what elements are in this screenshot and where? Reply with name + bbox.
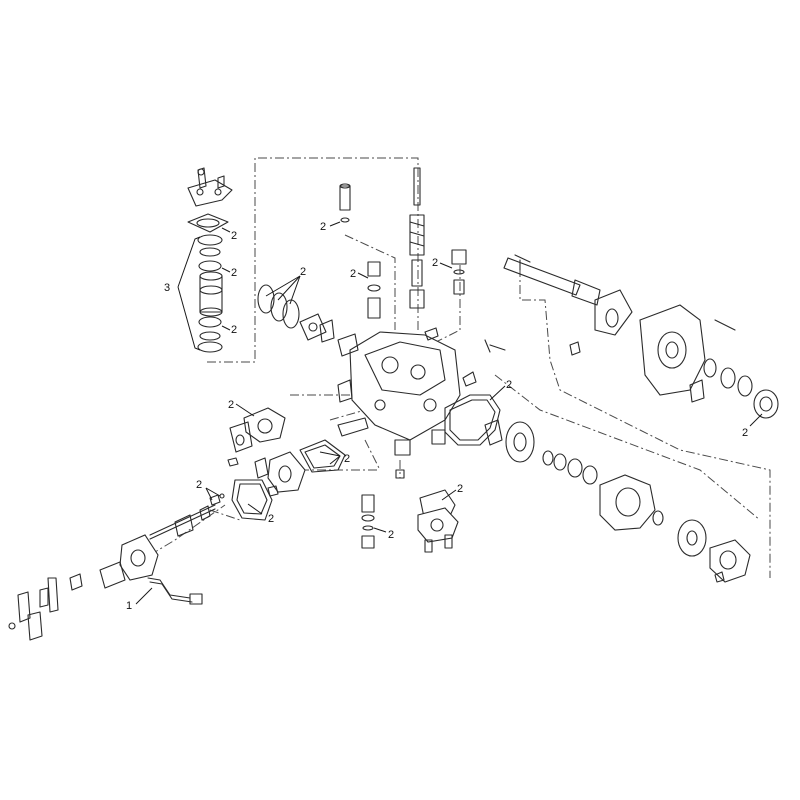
callout-leaders [135, 221, 763, 605]
lower-left-linkage [8, 493, 225, 641]
gasket-right [444, 394, 501, 446]
callout-2-pin-seals: 2 [196, 479, 202, 491]
o-ring-trio [257, 284, 300, 329]
callout-2-cover-gasket: 2 [231, 230, 237, 242]
callout-2-lower-valve: 2 [388, 529, 394, 541]
callout-2-seal-lower: 2 [231, 324, 237, 336]
valve-stack-center [339, 167, 467, 319]
callout-2-plug-seal: 2 [432, 257, 438, 269]
callout-2-top-center: 2 [320, 221, 326, 233]
callout-2-valve-seal: 2 [350, 268, 356, 280]
pump-housing [337, 331, 461, 456]
housing-small-parts [299, 313, 506, 387]
lower-middle-parts [361, 469, 459, 553]
callout-labels: 2 2 2 2 2 2 2 2 2 2 2 2 2 2 2 2 3 1 [126, 221, 748, 612]
gear-set-right [484, 419, 751, 583]
callout-2-seal-upper: 2 [231, 267, 237, 279]
input-shaft-assembly [503, 254, 779, 419]
callout-3-seal-kit: 3 [164, 282, 170, 294]
callout-2-o-rings: 2 [300, 266, 306, 278]
callout-1-sensor-harness: 1 [126, 600, 132, 612]
left-covers [227, 407, 346, 521]
callout-2-bearing-seal: 2 [742, 427, 748, 439]
callout-2-block-gasket: 2 [457, 483, 463, 495]
callout-2-cover-left: 2 [228, 399, 234, 411]
callout-2-gasket-right: 2 [506, 379, 512, 391]
cover-stack [187, 167, 233, 353]
callout-2-gasket-lower-left: 2 [268, 513, 274, 525]
callout-2-gasket-middle: 2 [344, 453, 350, 465]
